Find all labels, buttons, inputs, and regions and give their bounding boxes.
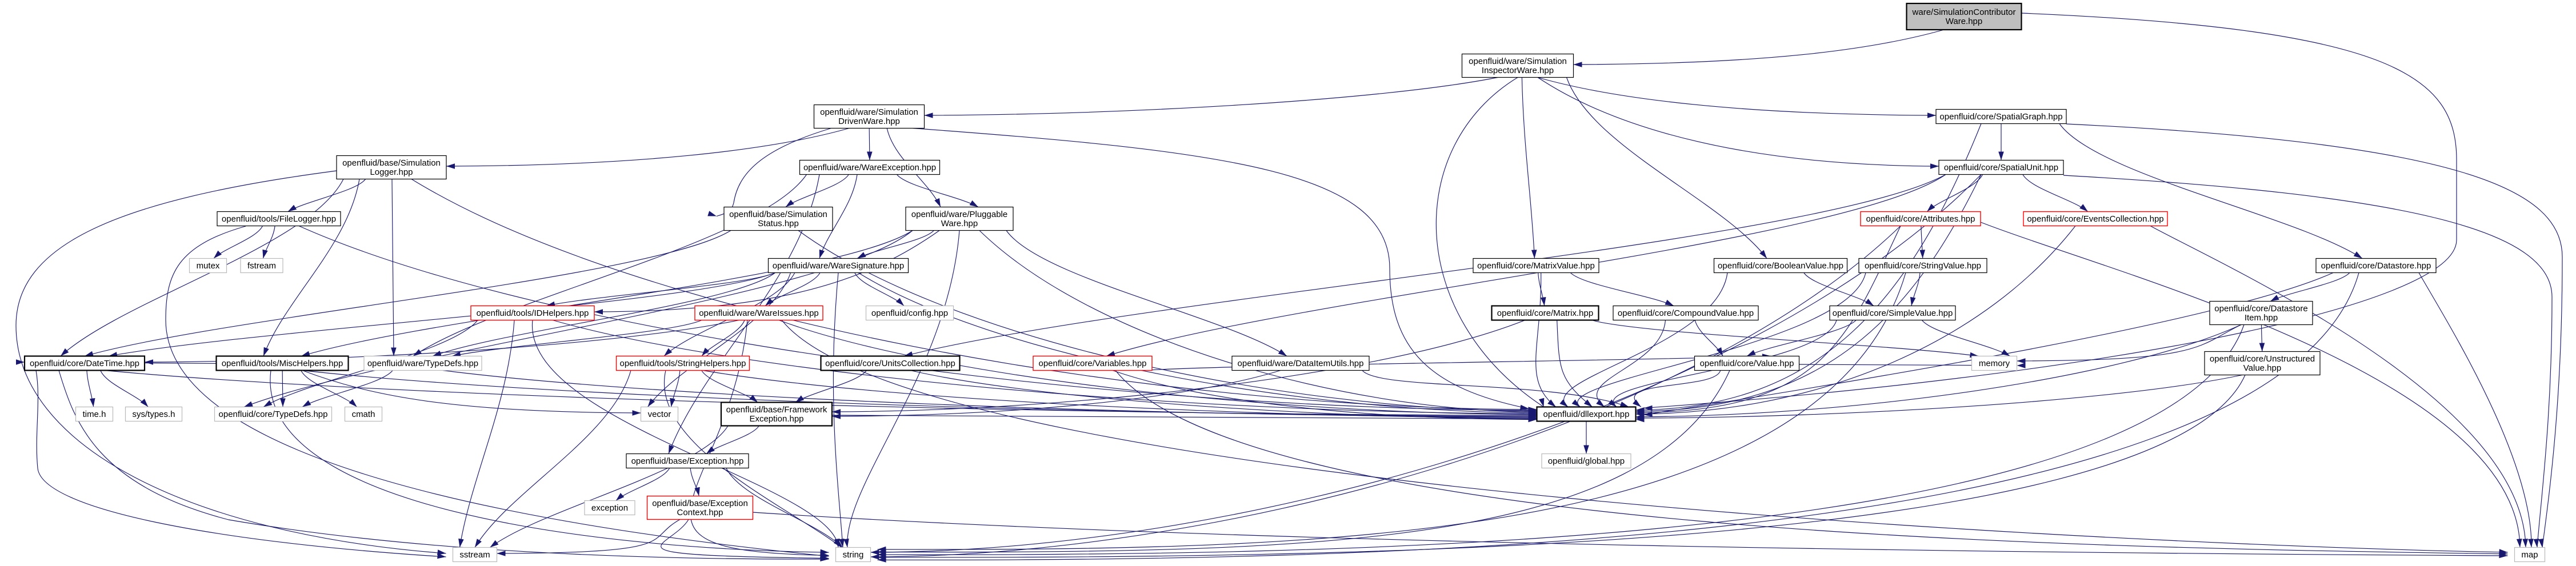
svg-text:openfluid/core/Datastore.hpp: openfluid/core/Datastore.hpp [2321,261,2431,271]
svg-text:mutex: mutex [197,261,220,271]
svg-text:openfluid/ware/Pluggable: openfluid/ware/Pluggable [911,210,1007,219]
svg-text:Context.hpp: Context.hpp [677,508,723,517]
svg-text:DrivenWare.hpp: DrivenWare.hpp [838,117,900,126]
svg-text:sstream: sstream [459,550,490,560]
svg-text:sys/types.h: sys/types.h [132,410,175,419]
svg-text:string: string [843,550,864,560]
svg-text:openfluid/ware/WareException.h: openfluid/ware/WareException.hpp [803,163,936,172]
svg-text:openfluid/core/Variables.hpp: openfluid/core/Variables.hpp [1038,359,1146,368]
svg-text:openfluid/base/Framework: openfluid/base/Framework [726,405,827,415]
svg-text:openfluid/ware/DataItemUtils.h: openfluid/ware/DataItemUtils.hpp [1238,359,1364,368]
svg-text:openfluid/core/SimpleValue.hpp: openfluid/core/SimpleValue.hpp [1833,308,1953,318]
svg-text:openfluid/core/UnitsCollection: openfluid/core/UnitsCollection.hpp [825,359,955,368]
svg-text:openfluid/core/DateTime.hpp: openfluid/core/DateTime.hpp [30,359,139,368]
svg-text:openfluid/dllexport.hpp: openfluid/dllexport.hpp [1543,410,1630,419]
svg-text:fstream: fstream [247,261,276,271]
svg-text:openfluid/core/Datastore: openfluid/core/Datastore [2214,304,2307,314]
svg-text:openfluid/core/SpatialUnit.hpp: openfluid/core/SpatialUnit.hpp [1944,163,2058,172]
svg-text:openfluid/core/TypeDefs.hpp: openfluid/core/TypeDefs.hpp [219,410,328,419]
svg-text:openfluid/core/Attributes.hpp: openfluid/core/Attributes.hpp [1866,214,1975,224]
svg-text:openfluid/core/Value.hpp: openfluid/core/Value.hpp [1700,359,1794,368]
svg-text:openfluid/core/MatrixValue.hpp: openfluid/core/MatrixValue.hpp [1477,261,1595,271]
svg-text:openfluid/base/Exception.hpp: openfluid/base/Exception.hpp [631,456,744,466]
svg-text:openfluid/tools/MiscHelpers.hp: openfluid/tools/MiscHelpers.hpp [222,359,343,368]
svg-text:Ware.hpp: Ware.hpp [1946,17,1982,26]
svg-text:Logger.hpp: Logger.hpp [370,167,413,177]
svg-text:openfluid/base/Simulation: openfluid/base/Simulation [729,210,827,219]
svg-text:Exception.hpp: Exception.hpp [749,414,803,424]
svg-text:Status.hpp: Status.hpp [758,219,799,228]
svg-text:openfluid/tools/StringHelpers.: openfluid/tools/StringHelpers.hpp [620,359,746,368]
svg-text:Item.hpp: Item.hpp [2245,313,2278,323]
svg-text:Value.hpp: Value.hpp [2243,363,2281,373]
svg-text:openfluid/core/EventsCollectio: openfluid/core/EventsCollection.hpp [2027,214,2163,224]
svg-text:openfluid/ware/Simulation: openfluid/ware/Simulation [820,107,918,117]
svg-text:openfluid/base/Simulation: openfluid/base/Simulation [342,158,441,168]
svg-text:openfluid/ware/TypeDefs.hpp: openfluid/ware/TypeDefs.hpp [367,359,478,368]
svg-text:openfluid/core/Matrix.hpp: openfluid/core/Matrix.hpp [1497,308,1593,318]
svg-text:openfluid/core/BooleanValue.hp: openfluid/core/BooleanValue.hpp [1718,261,1843,271]
svg-text:openfluid/ware/WareSignature.h: openfluid/ware/WareSignature.hpp [773,261,904,271]
svg-text:InspectorWare.hpp: InspectorWare.hpp [1482,66,1554,75]
svg-text:openfluid/core/SpatialGraph.hp: openfluid/core/SpatialGraph.hpp [1939,112,2062,122]
svg-text:vector: vector [648,410,671,419]
svg-text:openfluid/base/Exception: openfluid/base/Exception [652,499,748,508]
svg-text:openfluid/core/StringValue.hpp: openfluid/core/StringValue.hpp [1865,261,1981,271]
svg-text:map: map [2521,550,2538,560]
svg-text:openfluid/tools/IDHelpers.hpp: openfluid/tools/IDHelpers.hpp [477,308,589,318]
svg-text:Ware.hpp: Ware.hpp [941,219,978,228]
svg-text:openfluid/core/CompoundValue.h: openfluid/core/CompoundValue.hpp [1618,308,1754,318]
svg-text:cmath: cmath [352,410,375,419]
svg-text:openfluid/ware/Simulation: openfluid/ware/Simulation [1469,57,1567,66]
svg-text:time.h: time.h [83,410,106,419]
svg-text:openfluid/core/Unstructured: openfluid/core/Unstructured [2210,354,2315,364]
svg-text:openfluid/tools/FileLogger.hpp: openfluid/tools/FileLogger.hpp [222,214,336,224]
svg-text:openfluid/global.hpp: openfluid/global.hpp [1548,456,1625,466]
svg-text:exception: exception [591,503,628,513]
svg-text:openfluid/ware/WareIssues.hpp: openfluid/ware/WareIssues.hpp [699,308,819,318]
svg-text:memory: memory [1979,359,2010,368]
svg-text:ware/SimulationContributor: ware/SimulationContributor [1912,7,2016,17]
svg-text:openfluid/config.hpp: openfluid/config.hpp [871,308,948,318]
